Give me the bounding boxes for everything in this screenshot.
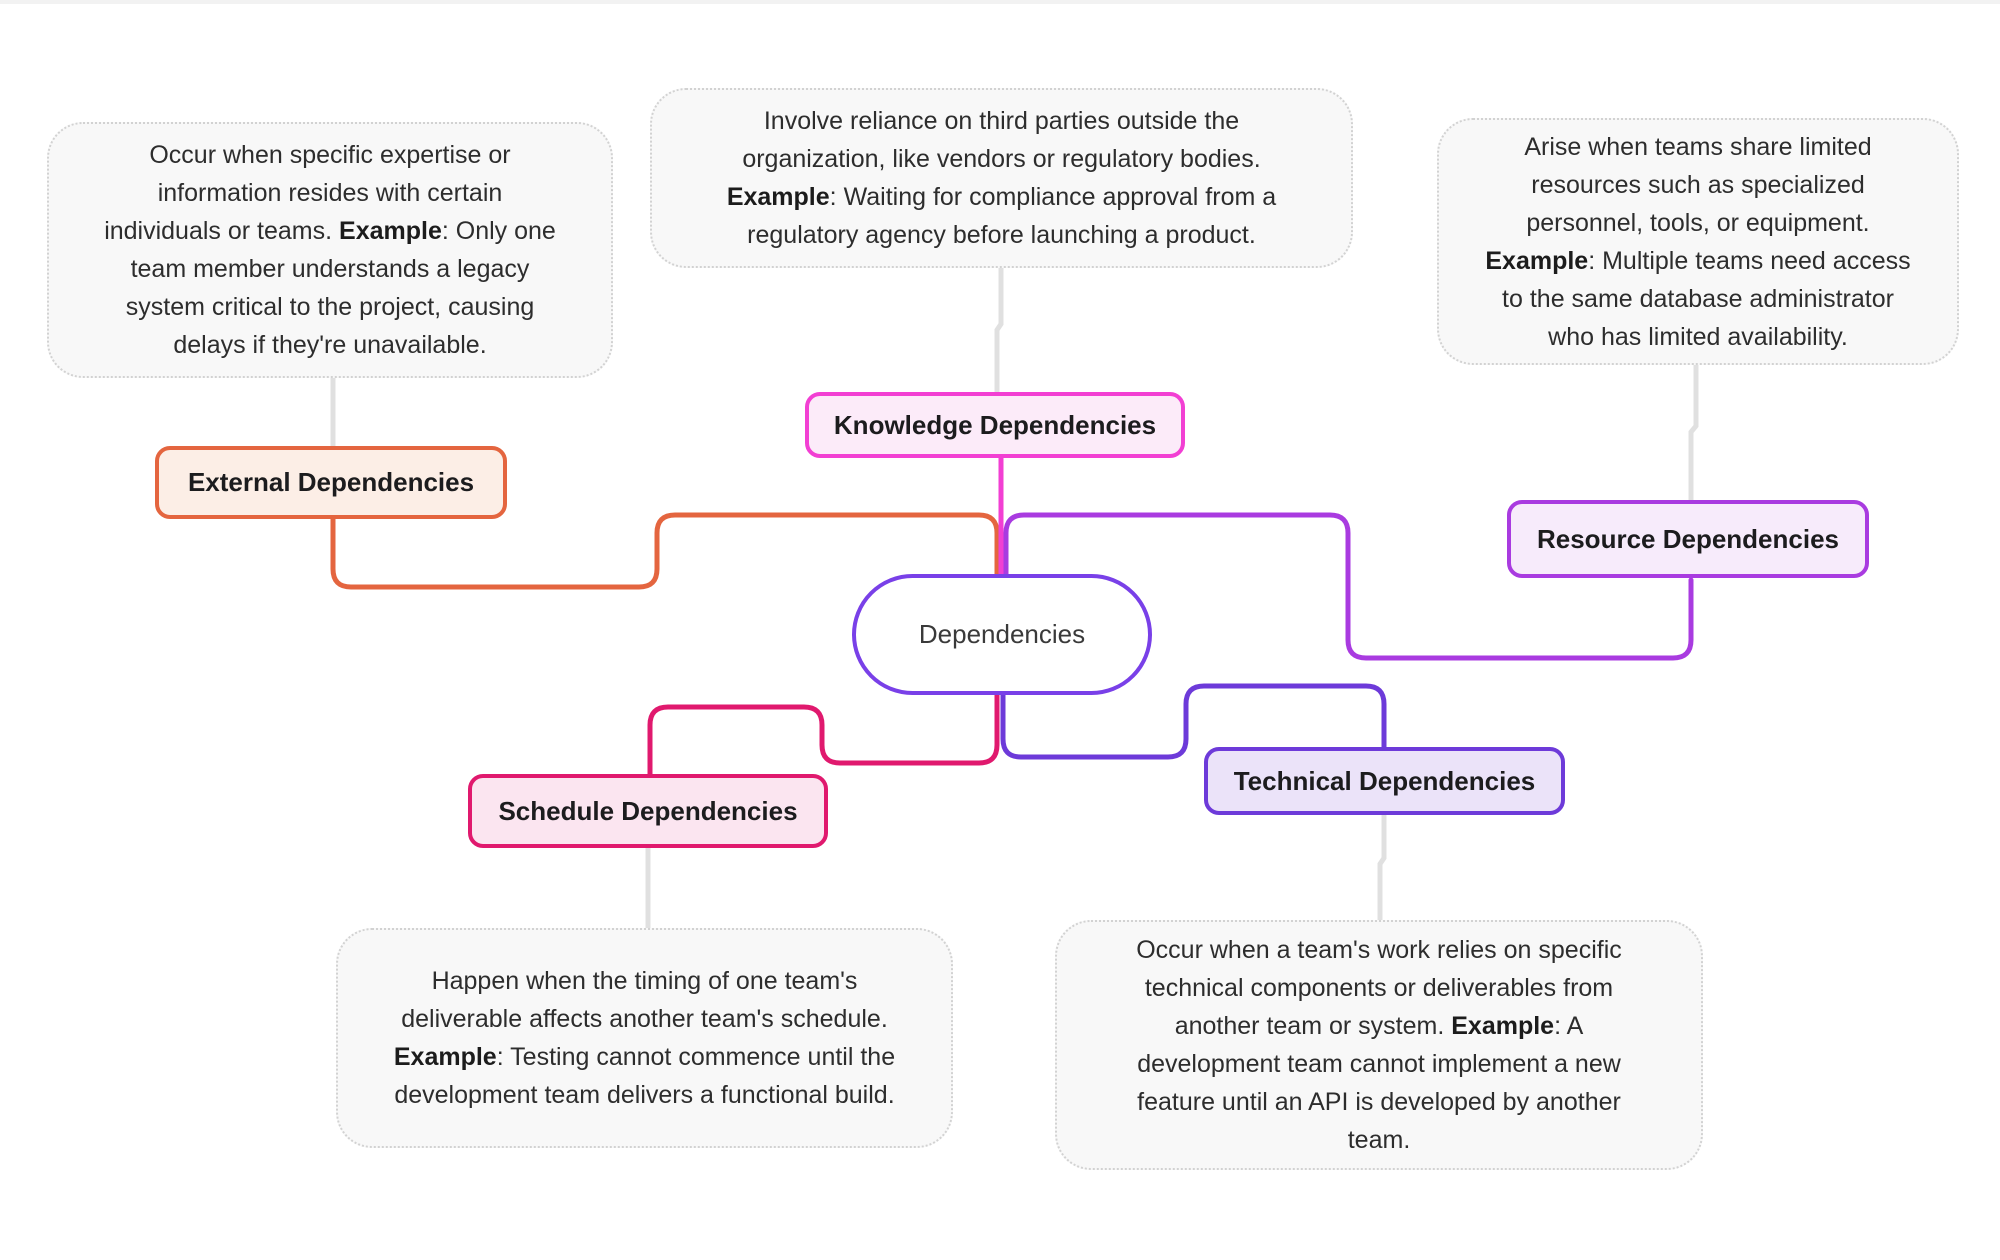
schedule-dependencies-node[interactable]: Schedule Dependencies [468,774,828,848]
resource-branch-connector [1003,512,1694,661]
technical-bubble-connector [1377,809,1387,923]
technical-branch-connector [1000,683,1387,760]
resource-dependencies-node[interactable]: Resource Dependencies [1507,500,1869,578]
external-branch-connector [330,512,1000,590]
top-edge-strip [0,0,2000,4]
resource-bubble-connector [1688,362,1699,503]
schedule-branch-connector [647,692,1000,777]
external-dependencies-node[interactable]: External Dependencies [155,446,507,519]
technical-description-bubble[interactable]: Occur when a team's work relies on speci… [1055,920,1703,1170]
technical-dependencies-node[interactable]: Technical Dependencies [1204,747,1565,815]
knowledge-bubble-connector [994,265,1004,395]
knowledge-dependencies-node[interactable]: Knowledge Dependencies [805,392,1185,458]
knowledge-description-bubble[interactable]: Involve reliance on third parties outsid… [650,88,1353,268]
dependencies-root-node[interactable]: Dependencies [852,574,1152,695]
